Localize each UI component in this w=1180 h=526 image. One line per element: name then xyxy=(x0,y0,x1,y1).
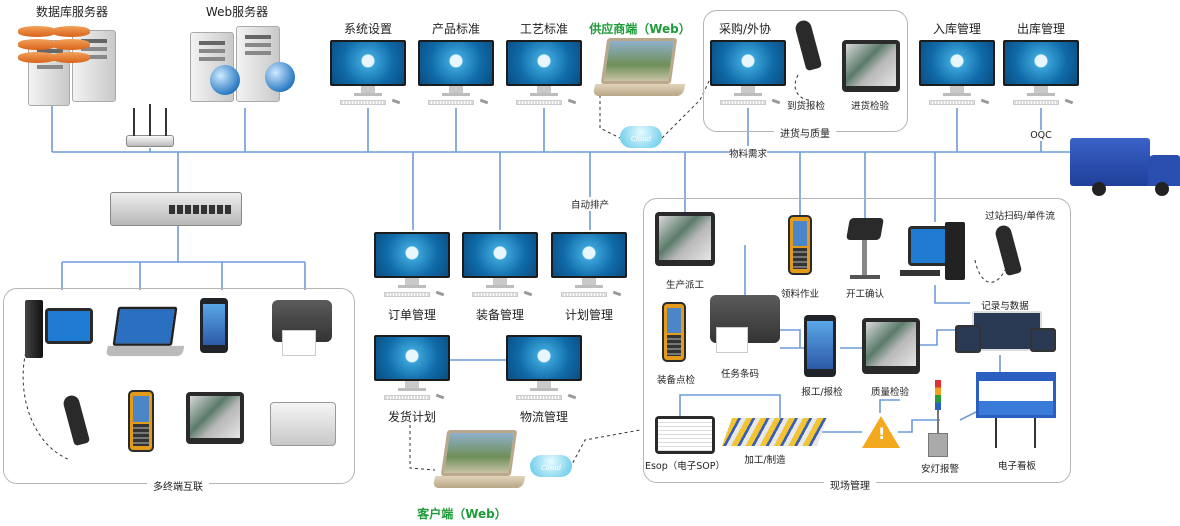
andon-label: 安灯报警 xyxy=(920,464,960,475)
start-confirm-label: 开工确认 xyxy=(845,289,885,300)
desktop-computer-icon[interactable] xyxy=(919,40,995,112)
label-printer-icon xyxy=(272,300,332,356)
incoming-quality-label: 进货与质量 xyxy=(774,125,836,140)
cloud-icon: Cloud xyxy=(620,126,662,148)
stock-in-label: 入库管理 xyxy=(932,22,982,36)
oqc-label: OQC xyxy=(1030,130,1052,141)
tablet-terminal-icon xyxy=(186,392,244,444)
handheld-pda-icon xyxy=(788,215,812,275)
process-standard-label: 工艺标准 xyxy=(519,22,569,36)
report-label: 报工/报检 xyxy=(801,387,843,398)
site-management-label: 现场管理 xyxy=(824,477,876,492)
tablet-terminal-icon xyxy=(655,212,715,266)
product-standard-label: 产品标准 xyxy=(431,22,481,36)
equipment-check-label: 装备点检 xyxy=(656,375,696,386)
quality-inspect-label: 质量检验 xyxy=(870,387,910,398)
material-demand-label: 物料需求 xyxy=(728,146,768,160)
esop-label: Esop（电子SOP） xyxy=(644,461,726,472)
network-switch-icon xyxy=(110,192,242,226)
handheld-pda-icon xyxy=(128,390,154,452)
laptop-icon[interactable] xyxy=(592,38,686,102)
label-printer-icon xyxy=(710,295,780,353)
picking-label: 领料作业 xyxy=(780,289,820,300)
smartphone-icon xyxy=(804,315,836,377)
db-server-label: 数据库服务器 xyxy=(35,5,109,19)
laptop-icon[interactable] xyxy=(432,430,526,494)
supplier-web-label: 供应商端（Web） xyxy=(589,22,691,36)
desktop-computer-icon[interactable] xyxy=(418,40,494,112)
desktop-computer-icon[interactable] xyxy=(374,335,450,407)
desktop-computer-icon[interactable] xyxy=(506,335,582,407)
purchase-label: 采购/外协 xyxy=(718,22,772,36)
tablet-terminal-icon xyxy=(842,40,900,92)
desktop-computer-icon[interactable] xyxy=(330,40,406,112)
order-mgmt-label: 订单管理 xyxy=(387,308,437,322)
machining-label: 加工/制造 xyxy=(744,455,786,466)
auto-schedule-label: 自动排产 xyxy=(570,197,610,211)
shipping-plan-label: 发货计划 xyxy=(387,410,437,424)
customer-web-label: 客户端（Web） xyxy=(417,507,507,521)
desktop-computer-icon[interactable] xyxy=(462,232,538,304)
handheld-pda-icon xyxy=(662,302,686,362)
multi-terminal-label: 多终端互联 xyxy=(147,478,209,493)
production-line-icon xyxy=(721,418,828,446)
cloud-icon: Cloud xyxy=(530,455,572,477)
desktop-computer-icon[interactable] xyxy=(374,232,450,304)
desktop-computer-icon[interactable] xyxy=(710,40,786,112)
desktop-computer-icon[interactable] xyxy=(551,232,627,304)
smartphone-icon xyxy=(200,298,228,353)
desktop-computer-icon[interactable] xyxy=(506,40,582,112)
arrival-inspect-label: 到货报检 xyxy=(786,101,826,112)
electronic-board-label: 电子看板 xyxy=(997,461,1037,472)
task-barcode-label: 任务条码 xyxy=(720,369,760,380)
dispatch-label: 生产派工 xyxy=(665,280,705,291)
desktop-computer-icon[interactable] xyxy=(1003,40,1079,112)
tower-pc-icon xyxy=(25,300,43,358)
laser-printer-icon xyxy=(270,402,336,446)
scan-label: 过站扫码/单件流 xyxy=(985,211,1055,222)
record-data-label: 记录与数据 xyxy=(981,301,1029,312)
warning-icon xyxy=(862,416,900,448)
monitor-icon xyxy=(45,308,93,344)
web-server-label: Web服务器 xyxy=(205,5,269,19)
logistics-mgmt-label: 物流管理 xyxy=(519,410,569,424)
stock-out-label: 出库管理 xyxy=(1016,22,1066,36)
laptop-icon xyxy=(105,306,185,361)
sys-settings-label: 系统设置 xyxy=(343,22,393,36)
equipment-mgmt-label: 装备管理 xyxy=(475,308,525,322)
incoming-inspect-label: 进货检验 xyxy=(850,101,890,112)
tablet-terminal-icon xyxy=(862,318,920,374)
warning-mark: ! xyxy=(878,424,886,443)
plan-mgmt-label: 计划管理 xyxy=(564,308,614,322)
